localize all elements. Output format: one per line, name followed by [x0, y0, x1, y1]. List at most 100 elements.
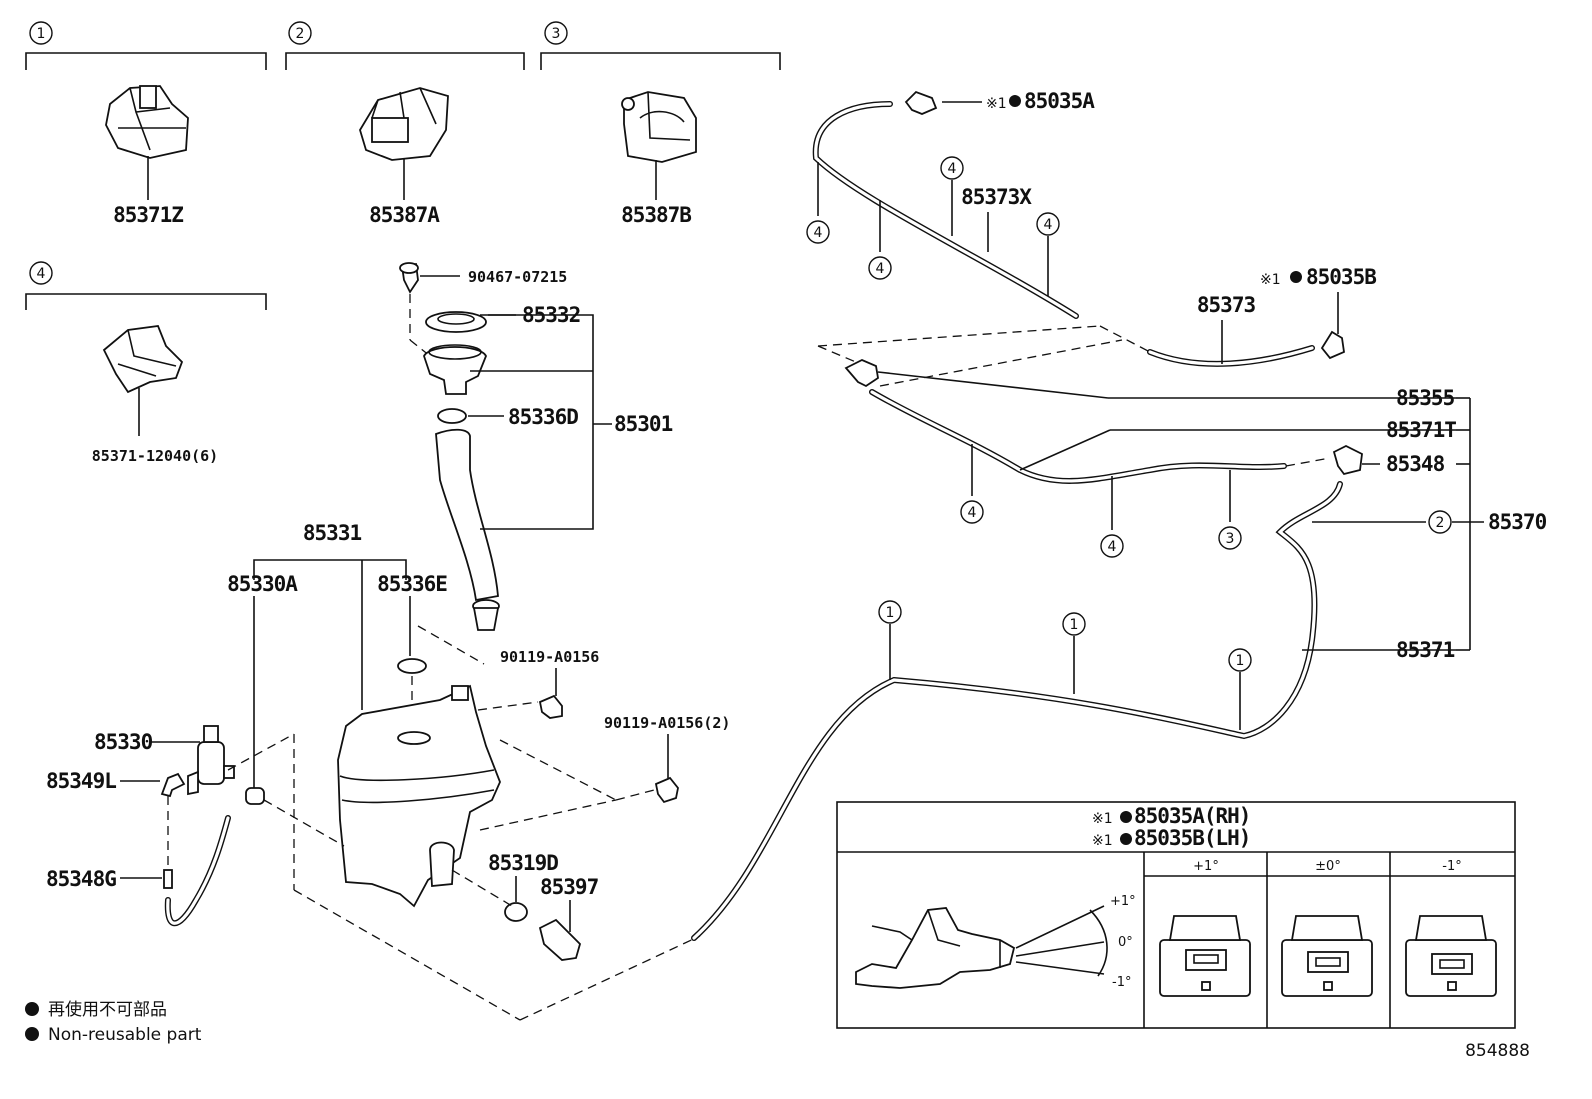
callout-2-label: 2	[1436, 515, 1445, 531]
nozzle-85035B-icon	[1320, 330, 1345, 360]
nozzle-85035A-icon	[904, 90, 938, 115]
clip-85371Z-icon	[105, 85, 189, 159]
bolt-90119-2-icon	[654, 776, 679, 804]
detail-85035A-RH-label: 85035A(RH)	[1134, 804, 1250, 828]
angle-zero-label: 0°	[1118, 935, 1133, 950]
part-85035B-label: 85035B	[1306, 265, 1376, 289]
clip-group-2: 2 85387A	[285, 21, 525, 227]
elbow-85349L-icon	[160, 772, 186, 798]
col-minus1-label: -1°	[1442, 859, 1461, 874]
tank-assembly: 85331 85330A 85336E 85330	[46, 521, 730, 1021]
callout-4-label: 4	[37, 266, 46, 282]
ring-85336D-icon	[437, 408, 467, 424]
part-85371Z-label: 85371Z	[113, 203, 183, 227]
callout-4-label: 4	[1108, 539, 1117, 555]
part-85370-label: 85370	[1488, 510, 1547, 534]
non-reusable-dot-icon	[1120, 833, 1132, 845]
part-85373X-label: 85373X	[961, 185, 1032, 209]
part-85371T-label: 85371T	[1386, 418, 1456, 442]
non-reusable-dot-icon	[25, 1027, 39, 1041]
part-85371-12040-label: 85371-12040(6)	[92, 447, 218, 465]
clip-group-3: 3 85387B	[540, 21, 781, 227]
pump-85330-icon	[187, 725, 235, 796]
figure-code: 854888	[1465, 1041, 1530, 1061]
angle-minus1-label: -1°	[1112, 975, 1131, 990]
part-85035B-prefix: ※1	[1260, 272, 1281, 288]
non-reusable-dot-icon	[1009, 95, 1021, 107]
non-reusable-dot-icon	[1290, 271, 1302, 283]
part-85348-label: 85348	[1386, 452, 1445, 476]
col-zero-label: ±0°	[1315, 859, 1341, 874]
part-90467-07215-label: 90467-07215	[468, 268, 567, 286]
part-85330A-label: 85330A	[227, 572, 298, 596]
callout-4-label: 4	[876, 261, 885, 277]
sensor-85397-icon	[538, 918, 582, 961]
callout-circle-1	[29, 21, 53, 45]
washer-tank-icon	[337, 684, 501, 908]
part-85348G-label: 85348G	[46, 867, 116, 891]
part-90119-A0156-label: 90119-A0156	[500, 648, 599, 666]
detail-85035B-LH-label: 85035B(LH)	[1134, 826, 1250, 850]
filler-assembly: 90467-07215 85332 85336D 85301	[399, 262, 674, 631]
part-85355-label: 85355	[1396, 386, 1455, 410]
grommet-85336E-icon	[397, 658, 427, 674]
part-85387B-label: 85387B	[621, 203, 691, 227]
callout-4-label: 4	[1044, 217, 1053, 233]
part-85035A-label: 85035A	[1024, 89, 1095, 113]
clip-90467-icon	[399, 262, 419, 294]
detail-prefix-2: ※1	[1092, 833, 1113, 849]
part-85330-label: 85330	[94, 730, 153, 754]
part-85331-label: 85331	[303, 521, 362, 545]
filler-neck-icon	[423, 344, 487, 395]
joint-85348G-icon	[163, 869, 173, 889]
part-85397-label: 85397	[540, 875, 599, 899]
bolt-90119-icon	[538, 694, 563, 719]
callout-4-label: 4	[814, 225, 823, 241]
joint-85355-icon	[844, 359, 879, 388]
part-85319D-label: 85319D	[488, 851, 558, 875]
part-85301-label: 85301	[614, 412, 673, 436]
part-85373-label: 85373	[1197, 293, 1256, 317]
legend-en-text: Non-reusable part	[48, 1025, 202, 1045]
callout-1-label: 1	[37, 26, 46, 42]
joint-85348-icon	[1332, 444, 1363, 476]
angle-plus1-label: +1°	[1110, 894, 1136, 909]
col-plus1-label: +1°	[1193, 859, 1219, 874]
clip-85387A-icon	[359, 87, 449, 161]
clip-group-4: 4 85371-12040(6)	[25, 261, 267, 465]
callout-4-label: 4	[948, 161, 957, 177]
nozzle-side-view-icon: +1° 0° -1°	[855, 894, 1136, 990]
part-85336D-label: 85336D	[508, 405, 578, 429]
nozzle-detail-box: ※1 85035A(RH) ※1 85035B(LH) +1° ±0° -1° …	[836, 801, 1516, 1029]
nozzle-front-zero-icon	[1281, 915, 1373, 997]
clip-85371-12040-icon	[102, 325, 184, 394]
callout-3-label: 3	[552, 26, 561, 42]
part-90119-A0156-2-label: 90119-A0156(2)	[604, 714, 730, 732]
callout-2-label: 2	[296, 26, 305, 42]
nozzle-front-plus1-icon	[1159, 915, 1251, 997]
callout-1-label: 1	[1236, 653, 1245, 669]
part-85371-label: 85371	[1396, 638, 1455, 662]
part-85387A-label: 85387A	[369, 203, 440, 227]
callout-1-label: 1	[886, 605, 895, 621]
callout-1-label: 1	[1070, 617, 1079, 633]
legend: 再使用不可部品 Non-reusable part	[25, 999, 202, 1045]
detail-prefix-1: ※1	[1092, 811, 1113, 827]
clip-85387B-icon	[621, 91, 697, 163]
nozzle-front-minus1-icon	[1405, 915, 1497, 997]
part-85035A-prefix: ※1	[986, 96, 1007, 112]
non-reusable-dot-icon	[25, 1002, 39, 1016]
legend-jp-text: 再使用不可部品	[48, 999, 167, 1020]
grommet-85319D-icon	[504, 902, 528, 922]
callout-3-label: 3	[1226, 531, 1235, 547]
filler-pipe-icon	[435, 428, 500, 631]
cap-85332-icon	[425, 311, 487, 333]
non-reusable-dot-icon	[1120, 811, 1132, 823]
part-85336E-label: 85336E	[377, 572, 447, 596]
part-85349L-label: 85349L	[46, 769, 116, 793]
grommet-85330A-icon	[245, 787, 265, 805]
clip-group-1: 1 85371Z	[25, 21, 267, 227]
callout-4-label: 4	[968, 505, 977, 521]
